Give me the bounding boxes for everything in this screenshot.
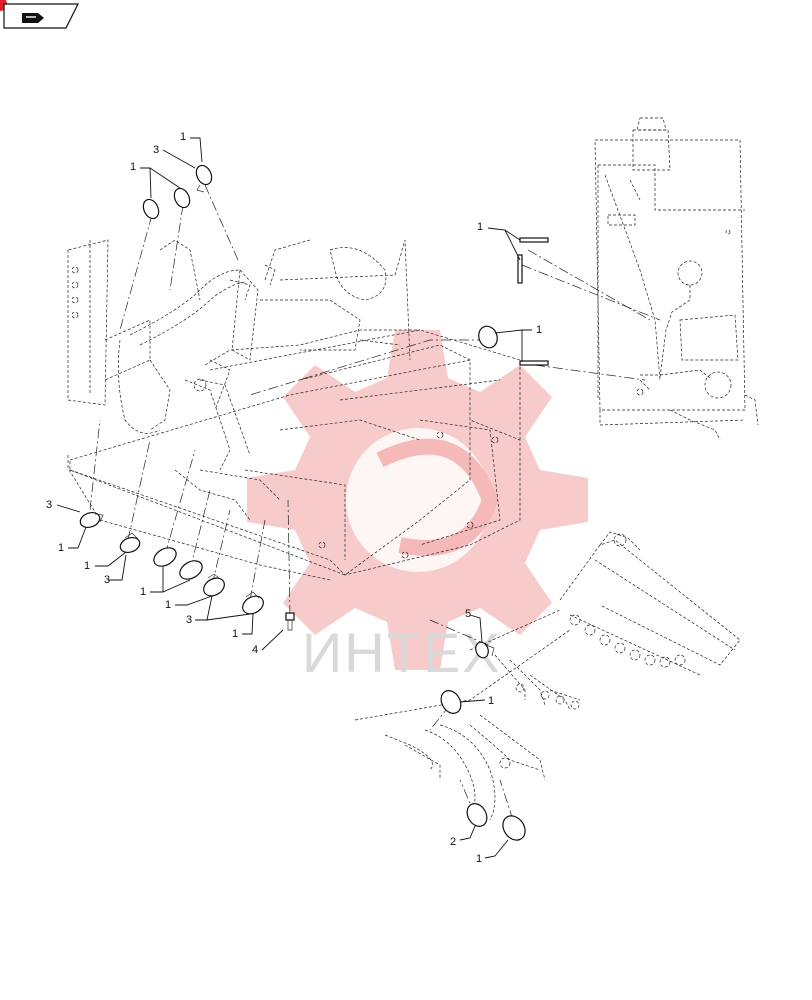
o-ring[interactable] (476, 324, 500, 351)
callout-1: 1 (130, 161, 136, 173)
hose-pair-lower (354, 629, 571, 821)
o-ring[interactable] (177, 557, 206, 583)
part-leaders (89, 184, 661, 821)
o-ring[interactable] (437, 687, 465, 717)
hose-clamp[interactable] (193, 163, 214, 193)
o-ring[interactable] (463, 800, 491, 830)
hydraulic-tank (594, 117, 759, 441)
callout-3: 3 (186, 614, 192, 626)
tube-seal[interactable] (517, 254, 523, 284)
nav-tab[interactable] (0, 0, 79, 29)
callout-3: 3 (104, 574, 110, 586)
control-valve (469, 531, 741, 711)
callout-1: 1 (488, 695, 494, 707)
tube-seal[interactable] (519, 237, 549, 243)
callout-2: 2 (450, 836, 456, 848)
page-turn-icon (22, 13, 44, 23)
callout-3: 3 (153, 144, 159, 156)
callout-4: 4 (252, 644, 258, 656)
left-tower (67, 239, 281, 521)
bolt[interactable] (285, 612, 295, 631)
o-ring[interactable] (140, 197, 161, 221)
watermark-text: ИНТЕХ (302, 621, 502, 684)
o-ring[interactable] (151, 544, 180, 570)
fitting[interactable] (474, 640, 495, 659)
callout-1: 1 (232, 628, 238, 640)
o-ring[interactable] (171, 186, 192, 210)
callout-5: 5 (465, 608, 471, 620)
hose-clamp[interactable] (239, 591, 266, 617)
hose-clamp[interactable] (118, 532, 142, 555)
callout-1: 1 (165, 599, 171, 611)
tube-seal[interactable] (519, 360, 549, 366)
callout-1: 1 (140, 586, 146, 598)
callout-1: 1 (476, 853, 482, 865)
watermark-gear (247, 330, 588, 670)
callout-1: 1 (477, 221, 483, 233)
hose-clamp[interactable] (200, 573, 227, 599)
callout-leaders (56, 137, 532, 859)
chassis-frame (67, 239, 521, 581)
callout-1: 1 (180, 131, 186, 143)
o-ring[interactable] (498, 812, 529, 845)
callout-1: 1 (536, 324, 542, 336)
callout-1: 1 (84, 560, 90, 572)
callout-3: 3 (46, 499, 52, 511)
hose-clamp[interactable] (78, 510, 104, 530)
callout-1: 1 (58, 542, 64, 554)
